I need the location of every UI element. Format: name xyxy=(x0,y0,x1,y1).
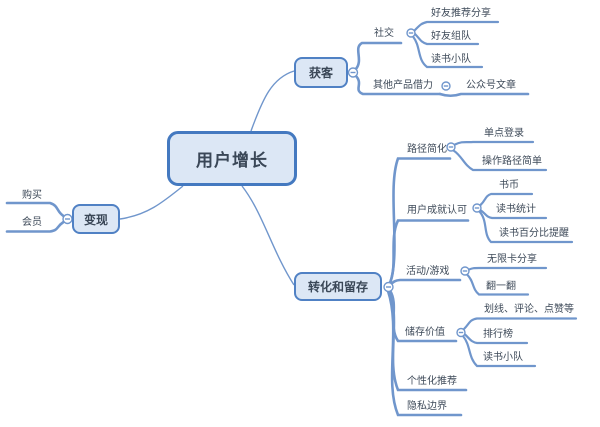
topic-leaderboard[interactable]: 排行榜 xyxy=(483,329,513,340)
connector-line xyxy=(453,140,535,146)
topic-highlight-comment-like[interactable]: 划线、评论、点赞等 xyxy=(484,304,574,315)
topic-conversion-retention[interactable]: 转化和留存 xyxy=(294,272,382,301)
topic-flip[interactable]: 翻一翻 xyxy=(486,281,516,292)
connector-line xyxy=(119,185,184,220)
connector-line xyxy=(479,209,548,220)
collapse-toggle-retention[interactable] xyxy=(383,281,394,293)
topic-reading-squad-2[interactable]: 读书小队 xyxy=(483,352,523,363)
connector-line xyxy=(462,317,578,331)
topic-path-simplification[interactable]: 路径简化 xyxy=(407,144,447,155)
topic-root[interactable]: 用户增长 xyxy=(167,131,297,186)
collapse-toggle-path-simplification[interactable] xyxy=(446,142,456,152)
connector-line xyxy=(250,70,295,132)
topic-personalized-recommendation[interactable]: 个性化推荐 xyxy=(407,376,457,387)
connector-line xyxy=(479,192,534,207)
connector-line xyxy=(5,201,65,218)
leaf-branch-lines xyxy=(411,20,578,368)
collapse-toggle-activity-game[interactable] xyxy=(460,266,470,276)
root-branch-lines xyxy=(119,70,295,286)
connector-line xyxy=(354,41,403,71)
topic-other-products-leverage[interactable]: 其他产品借力 xyxy=(373,80,433,91)
topic-acquisition[interactable]: 获客 xyxy=(294,57,348,88)
connector-line xyxy=(463,333,529,345)
connector-line xyxy=(389,278,462,286)
topic-monetization[interactable]: 变现 xyxy=(72,204,120,234)
topic-privacy-boundary[interactable]: 隐私边界 xyxy=(407,401,447,412)
topic-reading-squad[interactable]: 读书小队 xyxy=(431,54,471,65)
topic-social[interactable]: 社交 xyxy=(374,28,394,39)
connector-line xyxy=(413,32,480,46)
topic-friend-recommend-share[interactable]: 好友推荐分享 xyxy=(431,8,491,19)
connector-line xyxy=(438,92,530,98)
topic-unlimited-card-share[interactable]: 无限卡分享 xyxy=(487,254,537,265)
collapse-toggle-stored-value[interactable] xyxy=(456,327,466,338)
connector-line xyxy=(241,185,295,286)
collapse-toggles xyxy=(62,28,482,338)
connector-line xyxy=(388,219,470,286)
topic-reading-percentage-reminder[interactable]: 读书百分比提醒 xyxy=(499,228,569,239)
collapse-toggle-other-products[interactable] xyxy=(441,81,451,91)
connector-line xyxy=(386,289,463,417)
topic-reading-statistics[interactable]: 读书统计 xyxy=(496,204,536,215)
connector-line xyxy=(478,210,574,244)
connector-line xyxy=(465,273,530,296)
topic-friend-team[interactable]: 好友组队 xyxy=(431,31,471,42)
connector-line xyxy=(452,149,548,172)
topic-membership[interactable]: 会员 xyxy=(22,217,42,228)
topic-book-coin[interactable]: 书币 xyxy=(499,180,519,191)
connector-line xyxy=(413,20,500,32)
topic-single-sign-on[interactable]: 单点登录 xyxy=(484,128,524,139)
topic-user-achievement[interactable]: 用户成就认可 xyxy=(407,205,467,216)
collapse-toggle-user-achievement[interactable] xyxy=(472,203,482,213)
topic-stored-value[interactable]: 储存价值 xyxy=(405,327,445,338)
topic-purchase[interactable]: 购买 xyxy=(22,190,42,201)
collapse-toggle-acquisition[interactable] xyxy=(347,67,359,78)
collapse-toggle-monetization[interactable] xyxy=(62,213,73,225)
collapse-toggle-social[interactable] xyxy=(406,28,416,38)
topic-activity-game[interactable]: 活动/游戏 xyxy=(406,266,450,277)
topic-simple-operation-path[interactable]: 操作路径简单 xyxy=(482,156,542,167)
connector-line xyxy=(467,266,548,271)
connector-line xyxy=(461,334,537,368)
connector-line xyxy=(5,220,65,233)
connector-line xyxy=(354,74,442,96)
topic-official-account-article[interactable]: 公众号文章 xyxy=(466,80,516,91)
connector-line xyxy=(411,35,484,69)
